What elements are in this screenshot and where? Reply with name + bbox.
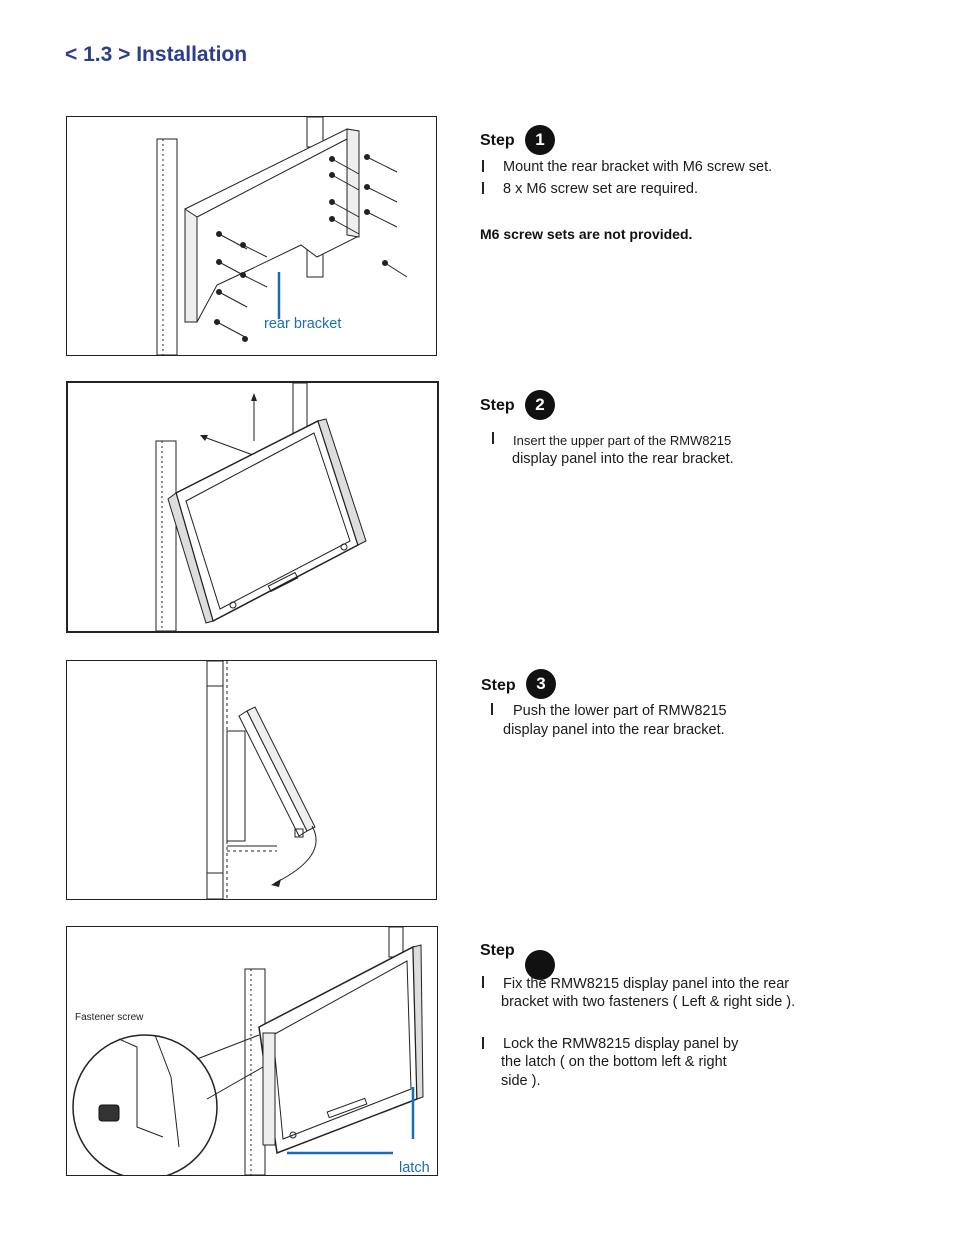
- bullet-icon: [491, 703, 495, 715]
- step-2-figure: [66, 381, 439, 633]
- step-4-label: Step: [480, 942, 515, 959]
- bullet-icon: [482, 1037, 486, 1049]
- step-1-number-badge: 1: [525, 125, 555, 155]
- fastener-screw-label: Fastener screw: [75, 1012, 144, 1023]
- step-2-line-2: display panel into the rear bracket.: [512, 451, 734, 467]
- page-title: < 1.3 > Installation: [65, 43, 248, 66]
- step-4-figure: Fastener screw latch: [66, 926, 438, 1176]
- bullet-icon: [482, 976, 486, 988]
- step-2-line-1: Insert the upper part of the RMW8215: [513, 433, 732, 448]
- step-4-number-badge: [525, 950, 555, 980]
- step-2-label: Step: [480, 397, 515, 414]
- step-4-line-2: bracket with two fasteners ( Left & righ…: [501, 994, 796, 1010]
- step-3-number-badge: 3: [526, 669, 556, 699]
- latch-callout: latch: [399, 1160, 430, 1176]
- bullet-icon: [482, 160, 486, 172]
- step-4-line-4: the latch ( on the bottom left & right: [501, 1054, 727, 1070]
- step-1-label: Step: [480, 132, 515, 149]
- step-3-line-1: Push the lower part of RMW8215: [513, 703, 727, 719]
- step-2-number-badge: 2: [525, 390, 555, 420]
- rear-bracket-callout: rear bracket: [264, 316, 342, 332]
- step-1-figure: rear bracket: [66, 116, 437, 356]
- step-1-line-2: 8 x M6 screw set are required.: [503, 181, 699, 197]
- rear-bracket-illustration: [156, 117, 408, 355]
- step-4-line-3: Lock the RMW8215 display panel by: [503, 1036, 739, 1052]
- step-4-line-5: side ).: [501, 1073, 541, 1089]
- step-3-label: Step: [481, 677, 516, 694]
- bullet-icon: [482, 182, 486, 194]
- step-3-line-2: display panel into the rear bracket.: [503, 722, 725, 738]
- step-1-note: M6 screw sets are not provided.: [480, 226, 693, 242]
- step-1-line-1: Mount the rear bracket with M6 screw set…: [503, 159, 773, 175]
- bullet-icon: [492, 432, 496, 444]
- step-4-line-1: Fix the RMW8215 display panel into the r…: [503, 976, 790, 992]
- push-panel-illustration: [206, 661, 317, 899]
- fasten-panel-illustration: [72, 927, 424, 1175]
- step-3-figure: [66, 660, 437, 900]
- insert-panel-illustration: [155, 383, 367, 631]
